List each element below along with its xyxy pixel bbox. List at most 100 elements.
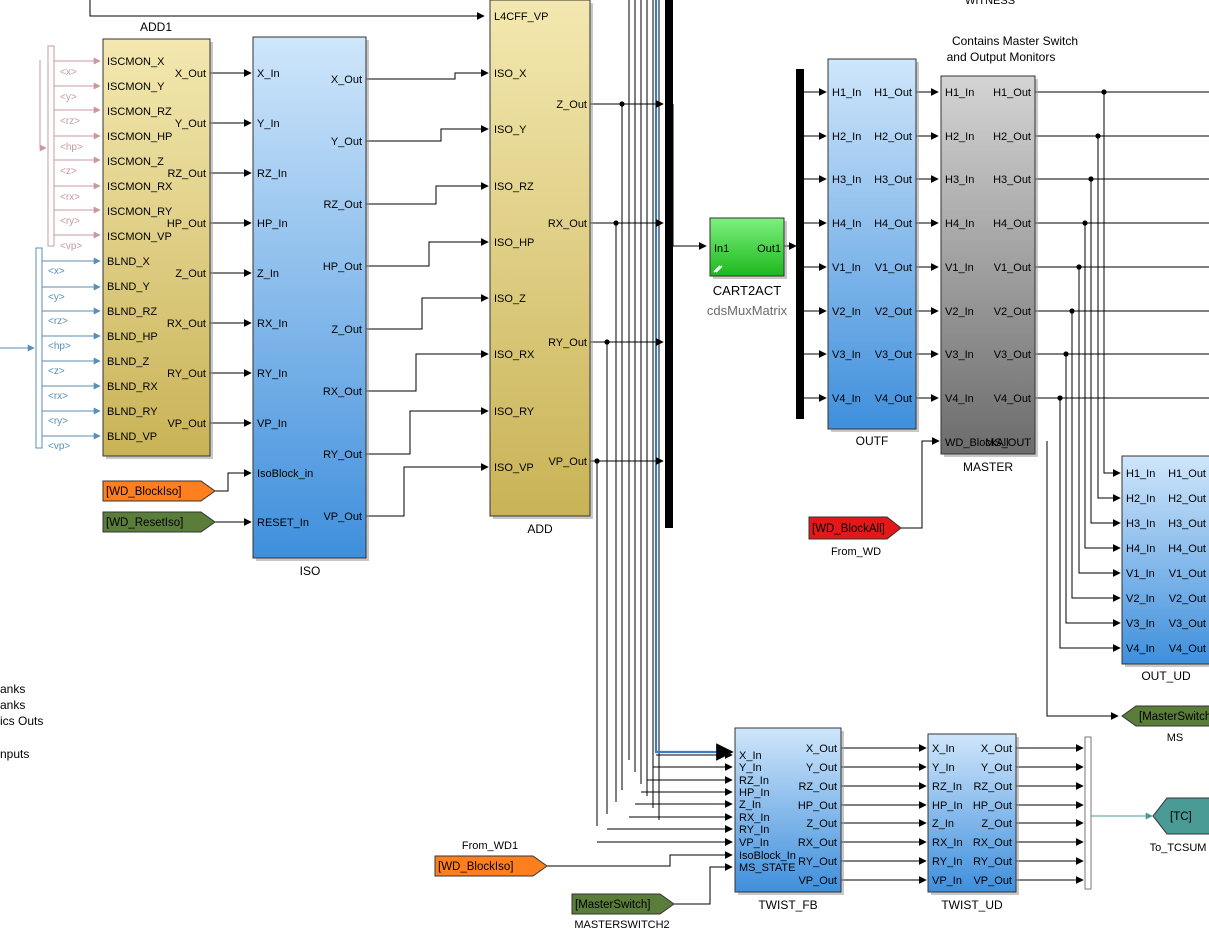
iso-in-port: HP_In	[257, 218, 288, 230]
ms-label: MS	[1167, 732, 1184, 744]
add-in-port: ISO_Z	[494, 293, 526, 305]
outf-out-port: H2_Out	[874, 131, 912, 143]
twist-fb-name: TWIST_FB	[758, 898, 817, 912]
master-in-port: V4_In	[945, 393, 974, 405]
wd-blockall-tag-text: [WD_BlockAll]	[812, 523, 885, 535]
twistfb-in-port: VP_In	[739, 837, 769, 849]
iso-out-port: X_Out	[331, 74, 362, 86]
twist-ud-block[interactable]	[927, 733, 1017, 893]
add-in-port: ISO_RZ	[494, 181, 534, 193]
outf-name: OUTF	[856, 434, 889, 448]
pink-signal-label: <rx>	[60, 192, 80, 203]
blue-signal-label: <hp>	[48, 341, 71, 352]
twistfb-in-port: Z_In	[739, 799, 761, 811]
iso-in-port: Y_In	[257, 118, 280, 130]
iso-to-add-wire	[366, 69, 489, 80]
twistud-out-port: VP_Out	[973, 875, 1012, 887]
witness-label-partial: WITNESS	[965, 0, 1015, 7]
iso-block[interactable]	[252, 36, 367, 559]
twistfb-out-port: X_Out	[806, 743, 837, 755]
master-to-outud-wire	[1084, 223, 1121, 552]
master-out-port: V2_Out	[994, 306, 1031, 318]
add-in-port: L4CFF_VP	[494, 11, 548, 23]
add-in-port: ISO_X	[494, 68, 527, 80]
master-in-port: H4_In	[945, 218, 974, 230]
master-blockall-port: WD_BlockAll	[945, 437, 1009, 449]
wd-resetiso-tag-text: [WD_ResetIso]	[106, 517, 183, 529]
master-in-port: H3_In	[945, 174, 974, 186]
pink-signal-label: <z>	[60, 166, 77, 177]
add-in-port: ISO_VP	[494, 462, 534, 474]
master-msout-port: MS_OUT	[985, 437, 1031, 449]
outud-out-port: H3_Out	[1168, 518, 1206, 530]
outud-in-port: V4_In	[1126, 643, 1155, 655]
legend-fragment: anks	[0, 698, 25, 712]
master-out-port: H2_Out	[993, 131, 1031, 143]
wd-blockiso-tag-2[interactable]	[434, 855, 548, 877]
cart2act-library: cdsMuxMatrix	[707, 303, 788, 318]
tc-goto-tag[interactable]	[1152, 797, 1209, 835]
masterswitch-from-tag[interactable]	[571, 893, 675, 915]
small-mux[interactable]	[1084, 736, 1092, 890]
master-block[interactable]	[940, 75, 1036, 455]
add1-in-port: BLND_RY	[107, 406, 158, 418]
blue-signal-label: <rx>	[48, 391, 68, 402]
twist-fb-block[interactable]	[734, 727, 842, 893]
outf-in-port: V4_In	[832, 393, 861, 405]
wd-blockiso-tag-1[interactable]	[102, 480, 216, 502]
twistud-out-port: RX_Out	[973, 837, 1012, 849]
out-ud-name: OUT_UD	[1141, 669, 1191, 683]
wd-blockall-tag[interactable]	[808, 516, 902, 540]
add1-block[interactable]	[102, 38, 211, 457]
outud-out-port: H1_Out	[1168, 468, 1206, 480]
outf-in-port: H4_In	[832, 218, 861, 230]
iso-to-add-wire	[366, 463, 489, 517]
iso-in-port: VP_In	[257, 418, 287, 430]
master-note-line2: and Output Monitors	[947, 50, 1056, 64]
iso-to-add-wire	[366, 182, 489, 205]
wd-blockiso-tag-1-text: [WD_BlockIso]	[106, 486, 181, 498]
twistfb-in-port: HP_In	[739, 787, 770, 799]
outf-in-port: H2_In	[832, 131, 861, 143]
add1-out-port: RY_Out	[167, 368, 206, 380]
master-name: MASTER	[963, 460, 1013, 474]
outud-in-port: H1_In	[1126, 468, 1155, 480]
twistfb-in-port: IsoBlock_In	[739, 850, 796, 862]
outf-block[interactable]	[827, 58, 917, 430]
iso-to-add-wire	[366, 350, 489, 392]
add1-out-port: Z_Out	[175, 268, 206, 280]
outud-in-port: V1_In	[1126, 568, 1155, 580]
twistud-out-port: RY_Out	[973, 856, 1012, 868]
master-to-outud-wire	[1097, 136, 1121, 502]
out-ud-block[interactable]	[1121, 455, 1209, 665]
masterswitch-from-tag-text: [MasterSwitch]	[575, 899, 650, 911]
master-out-port: V3_Out	[994, 349, 1031, 361]
twistud-out-port: X_Out	[981, 743, 1012, 755]
iso-to-add-wire	[366, 407, 489, 455]
outf-out-port: V2_Out	[875, 306, 912, 318]
twistfb-out-port: HP_Out	[798, 800, 837, 812]
mux-bar[interactable]	[665, 0, 673, 528]
ms-to-twistfb-wire	[674, 863, 733, 905]
legend-fragment: ics Outs	[0, 714, 43, 728]
add-block[interactable]	[489, 0, 591, 517]
iso-out-port: VP_Out	[323, 511, 362, 523]
iso-in-port: Z_In	[257, 268, 279, 280]
wd-resetiso-tag[interactable]	[102, 511, 216, 533]
add1-in-port: BLND_RX	[107, 381, 158, 393]
iso-in-port: RY_In	[257, 368, 287, 380]
outf-out-port: V1_Out	[875, 262, 912, 274]
iso-to-add-wire	[366, 294, 489, 330]
add1-in-port: BLND_X	[107, 256, 150, 268]
iso-in-port: RZ_In	[257, 168, 287, 180]
add1-in-port: ISCMON_HP	[107, 131, 172, 143]
add1-in-port: BLND_Y	[107, 281, 150, 293]
blockiso2-to-twistfb-wire	[547, 851, 733, 867]
add1-in-port: ISCMON_RX	[107, 181, 173, 193]
blue-bus-selector	[35, 247, 43, 449]
add1-in-port: BLND_Z	[107, 356, 149, 368]
blockiso-to-iso-wire	[215, 469, 252, 492]
demux-bar[interactable]	[796, 69, 804, 419]
outud-out-port: V1_Out	[1169, 568, 1206, 580]
